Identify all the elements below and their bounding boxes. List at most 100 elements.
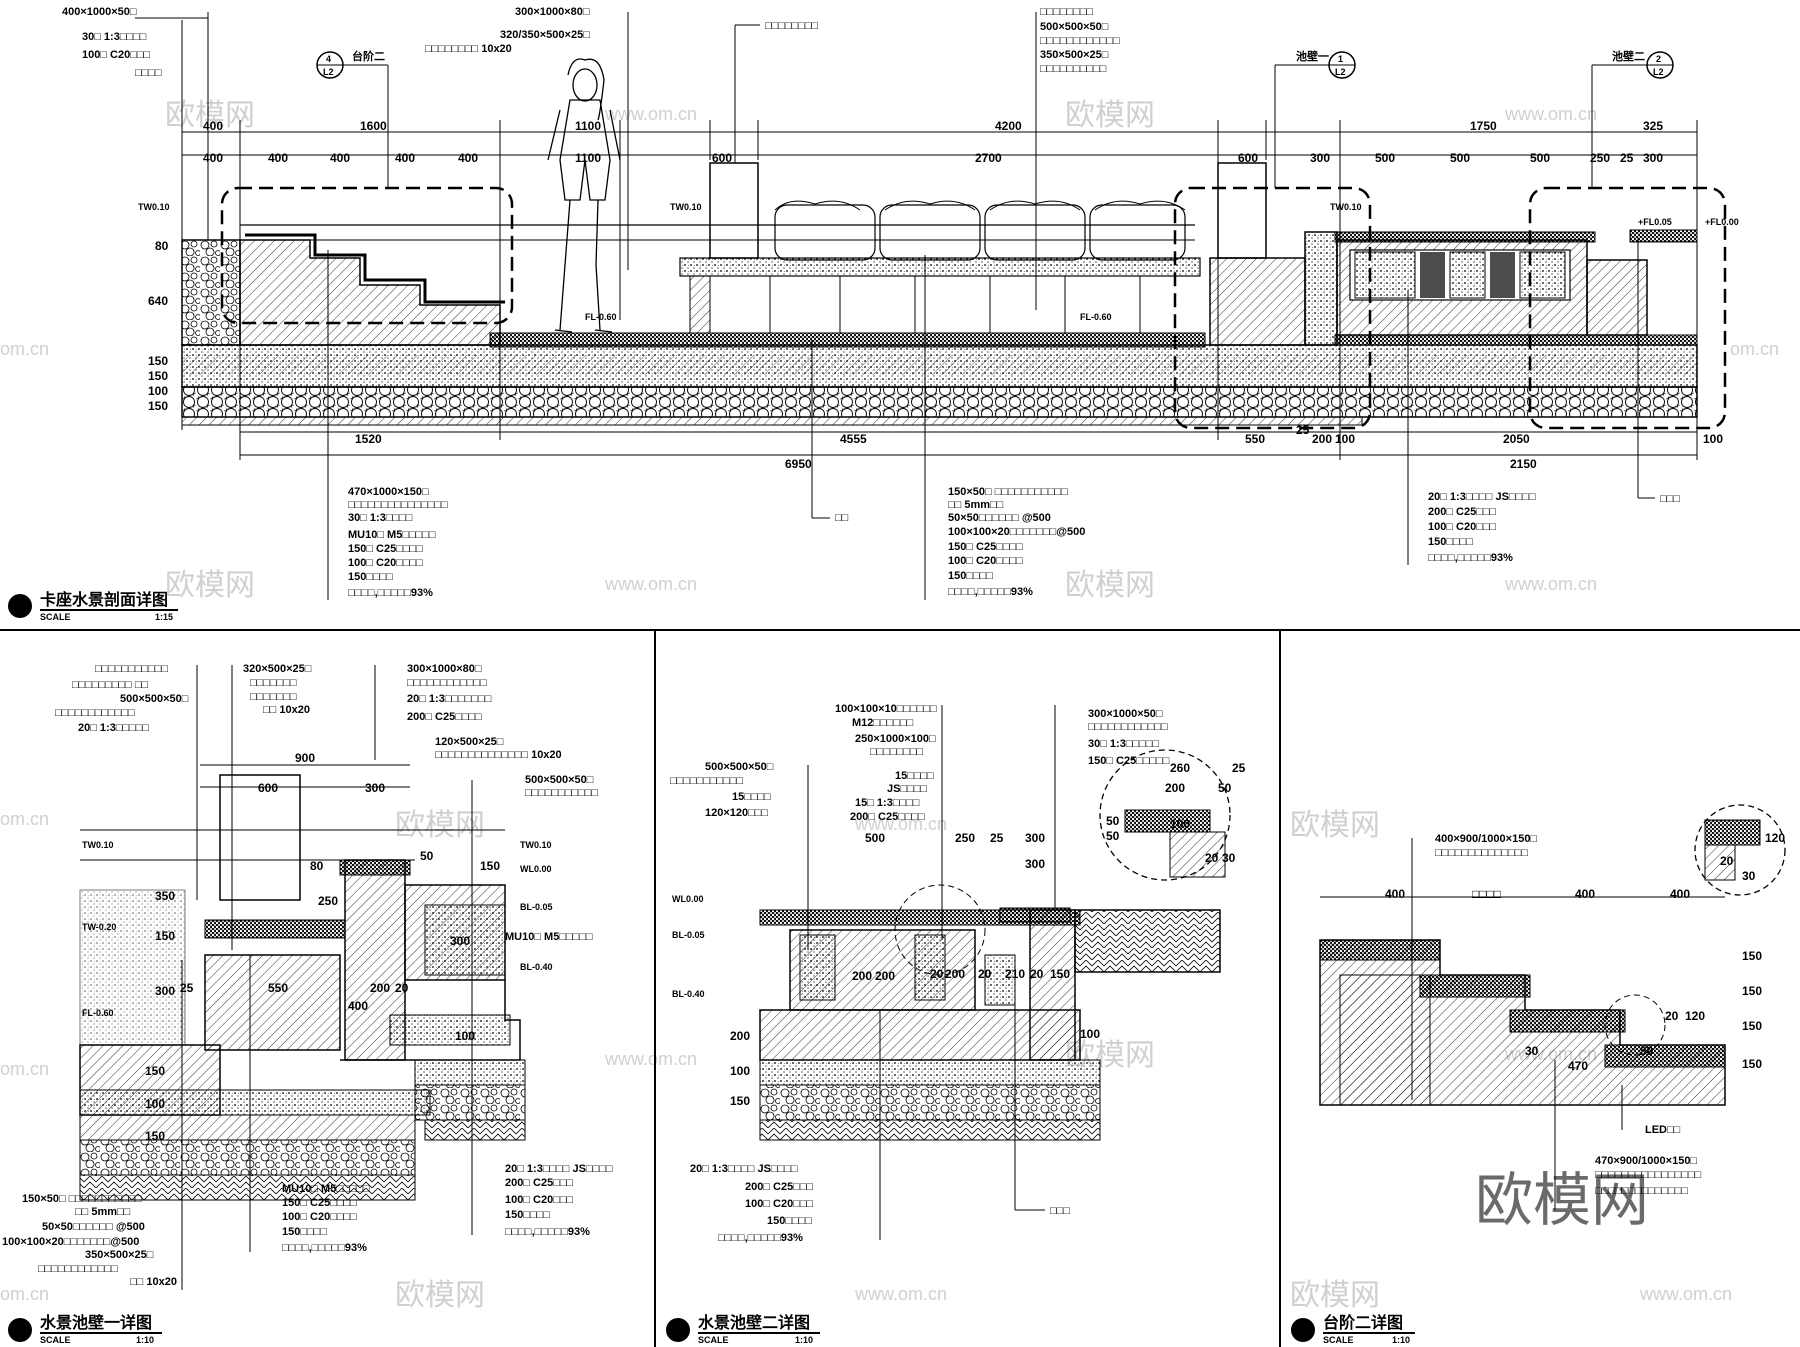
annotation: 100□ C20□□□□ bbox=[282, 1211, 357, 1223]
annotation: 100×100×20□□□□□□□@500 bbox=[2, 1236, 139, 1248]
level-marker: BL-0.05 bbox=[520, 902, 553, 912]
level-marker: FL-0.60 bbox=[1080, 312, 1112, 322]
dim-label: □□□□ bbox=[1472, 887, 1501, 901]
dim-label: 1100 bbox=[575, 151, 601, 165]
watermark-logo: 欧模网 bbox=[1475, 1166, 1649, 1234]
annotation: 30□ 1:3□□□□□ bbox=[1088, 738, 1159, 750]
dim-label: 900 bbox=[295, 751, 315, 765]
dim-label: 400 bbox=[1670, 887, 1690, 901]
dim-label: 100 bbox=[145, 1097, 165, 1111]
dim-label: 300 bbox=[450, 934, 470, 948]
dim-label: 400 bbox=[395, 151, 415, 165]
annotation: JS□□□□ bbox=[887, 783, 927, 795]
level-marker: FL-0.60 bbox=[585, 312, 617, 322]
annotation: □□□□□□□□□ □□ bbox=[72, 679, 148, 691]
pier-right bbox=[1217, 162, 1267, 259]
detail-1-drawing bbox=[79, 764, 526, 1201]
level-marker: WL0.00 bbox=[672, 894, 704, 904]
dim-label: 210 bbox=[1005, 967, 1025, 981]
note-block-topright: □□□□□□□□ 500×500×50□ □□□□□□□□□□□□ 350×50… bbox=[1035, 6, 1120, 310]
watermark-brand: 欧模网 bbox=[1065, 568, 1155, 603]
dim-label: 100 bbox=[730, 1064, 750, 1078]
annotation: 400×900/1000×150□ bbox=[1435, 833, 1537, 845]
annotation: 100□ C20□□□ bbox=[82, 49, 151, 61]
section-callouts: 4 L2 台阶二 1 L2 池壁一 2 L2 池壁二 bbox=[316, 49, 1674, 188]
dim-label: 100 bbox=[455, 1029, 475, 1043]
dim-label: 25 bbox=[180, 981, 194, 995]
dim-label: 2150 bbox=[1510, 457, 1537, 471]
annotation: □□□□□□□□□□ bbox=[1040, 63, 1107, 75]
callout-number: 2 bbox=[1656, 54, 1661, 64]
annotation: 150□ C25□□□□ bbox=[948, 541, 1023, 553]
annotation: 150□□□□ bbox=[1428, 536, 1473, 548]
annotation: 20□ 1:3□□□□□ bbox=[78, 722, 149, 734]
annotation: 500×500×50□ bbox=[120, 693, 189, 705]
pier-left bbox=[709, 162, 759, 259]
dim-label: 25 bbox=[1232, 761, 1246, 775]
dim-label: 150 bbox=[480, 859, 500, 873]
dim-label: 50 bbox=[1640, 1044, 1654, 1058]
annotation: □□□□,□□□□□93% bbox=[948, 586, 1033, 598]
watermark-brand: 欧模网 bbox=[1065, 98, 1155, 133]
annotation: 500×500×50□ bbox=[705, 761, 774, 773]
dim-label: 600 bbox=[712, 151, 732, 165]
dim-label: 300 bbox=[1025, 857, 1045, 871]
paving-right bbox=[1629, 229, 1698, 243]
seat-cushions bbox=[774, 204, 1186, 261]
level-marker: TW0.10 bbox=[670, 202, 702, 212]
annotation: 15□ 1:3□□□□ bbox=[855, 797, 920, 809]
note-block-topleft: 400×1000×50□ 30□ 1:3□□□□ 100□ C20□□□ □□□… bbox=[62, 6, 209, 240]
scale-value: 1:10 bbox=[795, 1335, 813, 1345]
annotation: 320/350×500×25□ bbox=[500, 29, 590, 41]
annotation: 500×500×50□ bbox=[525, 774, 594, 786]
annotation: □□□□,□□□□□93% bbox=[282, 1242, 367, 1254]
dim-label: 1600 bbox=[360, 119, 387, 133]
dim-label: 50 bbox=[1106, 814, 1120, 828]
dim-label: 325 bbox=[1643, 119, 1663, 133]
dim-label: 200 bbox=[1165, 781, 1185, 795]
detail-title: 台阶二详图 bbox=[1323, 1313, 1403, 1332]
annotation: 200□ C25□□□ bbox=[1428, 506, 1497, 518]
dim-label: 4555 bbox=[840, 432, 867, 446]
scale-label: SCALE bbox=[1323, 1335, 1354, 1345]
level-marker: TW0.10 bbox=[138, 202, 170, 212]
callout-number: 4 bbox=[326, 54, 331, 64]
dim-label: 400 bbox=[348, 999, 368, 1013]
dim-label: 250 bbox=[1590, 151, 1610, 165]
annotation: 100□ C20□□□ bbox=[1428, 521, 1497, 533]
annotation: 100□ C20□□□□ bbox=[948, 555, 1023, 567]
annotation: 150□□□□ bbox=[348, 571, 393, 583]
annotation: 500×500×50□ bbox=[1040, 21, 1109, 33]
annotation: □□□ bbox=[1660, 493, 1680, 505]
human-figure bbox=[547, 58, 621, 333]
dim-label: 400 bbox=[330, 151, 350, 165]
dim-label: 300 bbox=[1025, 831, 1045, 845]
watermark-url: om.cn bbox=[0, 339, 49, 359]
dim-label: 50 bbox=[420, 849, 434, 863]
level-marker: +FL0.00 bbox=[1705, 217, 1739, 227]
annotation: 300×1000×80□ bbox=[515, 6, 590, 18]
dim-label: 400 bbox=[203, 151, 223, 165]
watermark-brand: 欧模网 bbox=[165, 568, 255, 603]
dim-label: 150 bbox=[1742, 984, 1762, 998]
dim-label: 150 bbox=[730, 1094, 750, 1108]
dim-label: 30 bbox=[1525, 1044, 1539, 1058]
watermark-url: www.om.cn bbox=[604, 1049, 697, 1069]
dim-label: 640 bbox=[148, 294, 168, 308]
rubble-wall bbox=[181, 239, 241, 346]
callout-label: 台阶二 bbox=[352, 49, 385, 63]
dim-label: 120 bbox=[1685, 1009, 1705, 1023]
dim-label: 150 bbox=[1742, 1057, 1762, 1071]
note-block-bottom-e: □□□ bbox=[1637, 238, 1680, 505]
annotation: 300×1000×50□ bbox=[1088, 708, 1163, 720]
annotation: □□□□□□□□□□□□□□□□ bbox=[1595, 1169, 1702, 1181]
dim-label: 20 bbox=[395, 981, 409, 995]
dim-label: 400 bbox=[458, 151, 478, 165]
detail-2-notes: 500×500×50□ □□□□□□□□□□□ 15□□□□ 120×120□□… bbox=[670, 703, 1170, 1244]
callout-sheet: L2 bbox=[1335, 67, 1346, 77]
section-title: 卡座水景剖面详图 bbox=[40, 590, 168, 609]
detail-1-dims: 900 600 300 350 150 300 25 550 250 200 2… bbox=[82, 751, 553, 1143]
dim-label: 250 bbox=[955, 831, 975, 845]
level-marker: BL-0.40 bbox=[672, 989, 705, 999]
dim-label: 80 bbox=[310, 859, 324, 873]
